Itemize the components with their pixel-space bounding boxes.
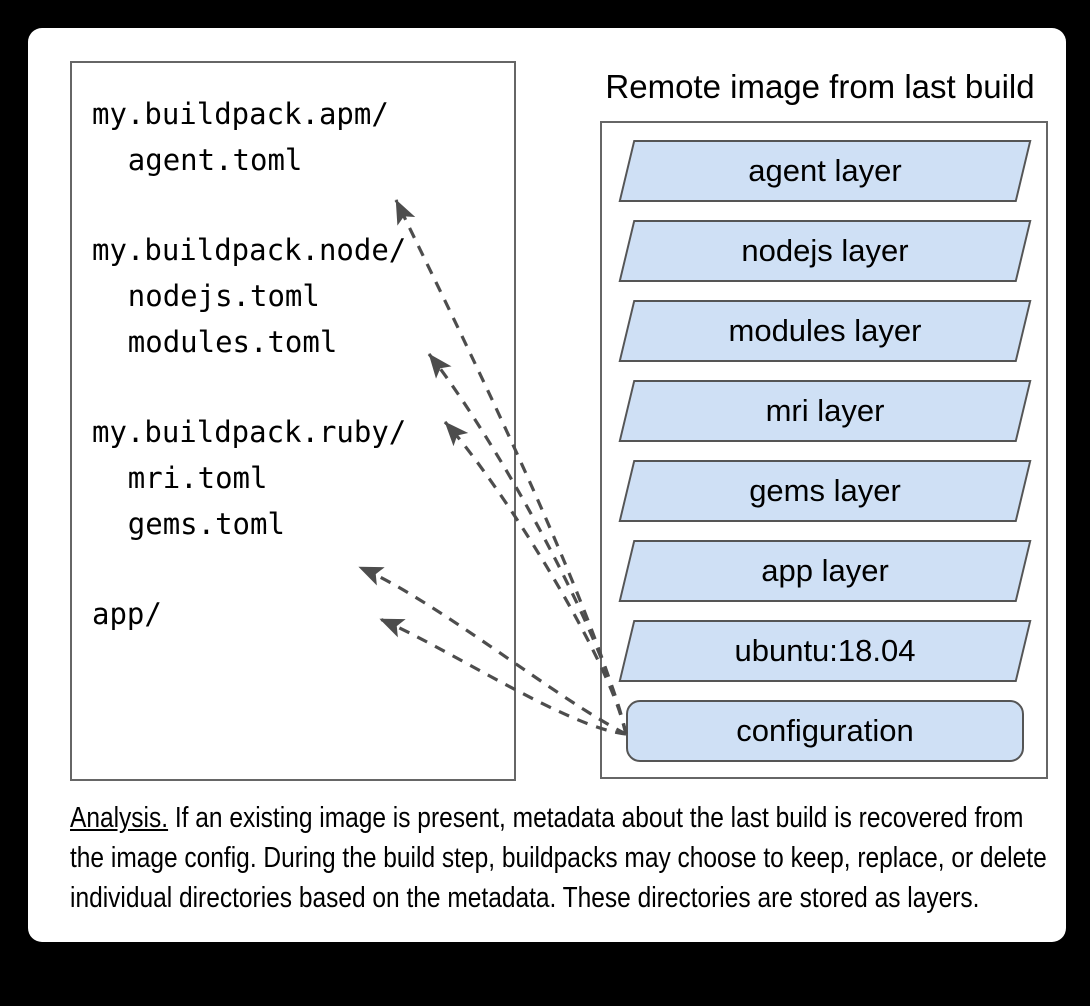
directory-file: mri.toml	[127, 461, 268, 495]
image-layer[interactable]: ubuntu:18.04	[618, 620, 1032, 682]
layer-parallelogram-shape	[618, 460, 1032, 522]
directory-name: my.buildpack.ruby/	[92, 415, 407, 449]
layer-parallelogram-shape	[618, 220, 1032, 282]
directory-name: my.buildpack.node/	[92, 233, 407, 267]
layer-parallelogram-shape	[618, 300, 1032, 362]
directory-group: my.buildpack.node/nodejs.toml modules.tom…	[92, 227, 510, 365]
image-layer[interactable]: configuration	[626, 700, 1024, 762]
directory-group: app/	[92, 591, 510, 637]
remote-image-title: Remote image from last build	[605, 68, 1035, 105]
directory-file: agent.toml	[127, 143, 303, 177]
layer-stack: agent layer nodejs layer modules layer mri …	[618, 140, 1032, 762]
directory-name: app/	[92, 597, 162, 631]
remote-image-panel: Remote image from last build agent layer…	[552, 61, 1072, 781]
layer-parallelogram-shape	[618, 140, 1032, 202]
layer-parallelogram-shape	[618, 380, 1032, 442]
layer-parallelogram-shape	[618, 540, 1032, 602]
image-layer[interactable]: nodejs layer	[618, 220, 1032, 282]
image-layer-box: agent layer nodejs layer modules layer mri …	[600, 121, 1048, 779]
directory-group: my.buildpack.apm/agent.toml	[92, 91, 510, 183]
directory-file: nodejs.toml	[127, 279, 320, 313]
directory-group: my.buildpack.ruby/mri.toml gems.toml	[92, 409, 510, 547]
directory-file: modules.toml	[127, 325, 338, 359]
image-layer[interactable]: modules layer	[618, 300, 1032, 362]
analysis-caption: Analysis. If an existing image is presen…	[70, 798, 1058, 918]
image-layer[interactable]: gems layer	[618, 460, 1032, 522]
layer-parallelogram-shape	[618, 620, 1032, 682]
image-layer[interactable]: mri layer	[618, 380, 1032, 442]
directory-file: gems.toml	[127, 507, 285, 541]
caption-lead: Analysis.	[70, 802, 169, 834]
layer-rounded-shape	[626, 700, 1024, 762]
image-layer[interactable]: agent layer	[618, 140, 1032, 202]
image-layer[interactable]: app layer	[618, 540, 1032, 602]
caption-body: If an existing image is present, metadat…	[70, 802, 1047, 914]
directory-name: my.buildpack.apm/	[92, 97, 389, 131]
